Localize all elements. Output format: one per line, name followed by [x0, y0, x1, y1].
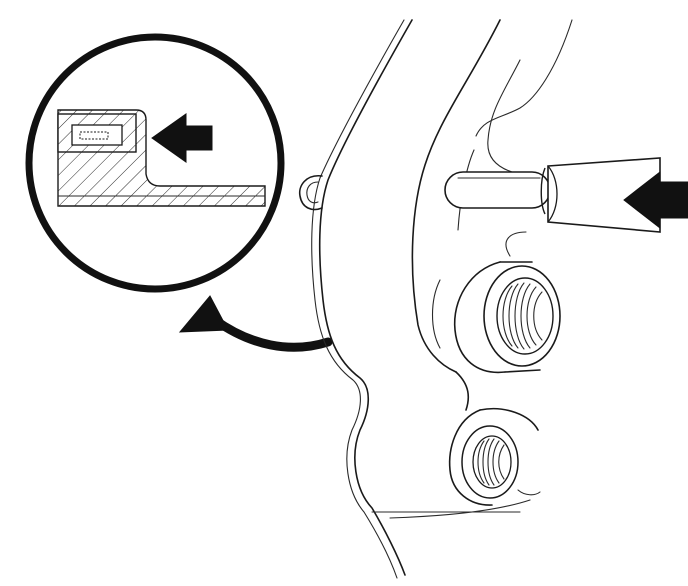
tool-direction-arrow [623, 170, 688, 230]
press-direction-arrow [151, 113, 213, 163]
lower-threaded-bore [448, 407, 541, 506]
seal-cross-section-detail [57, 109, 266, 207]
detail-magnifier [25, 33, 285, 293]
detail-magnifier-circle [25, 33, 285, 293]
installer-drift-tool [444, 157, 661, 233]
upper-threaded-bore [453, 261, 561, 374]
housing-outline [298, 19, 573, 579]
curved-callout-arrow [178, 295, 333, 352]
